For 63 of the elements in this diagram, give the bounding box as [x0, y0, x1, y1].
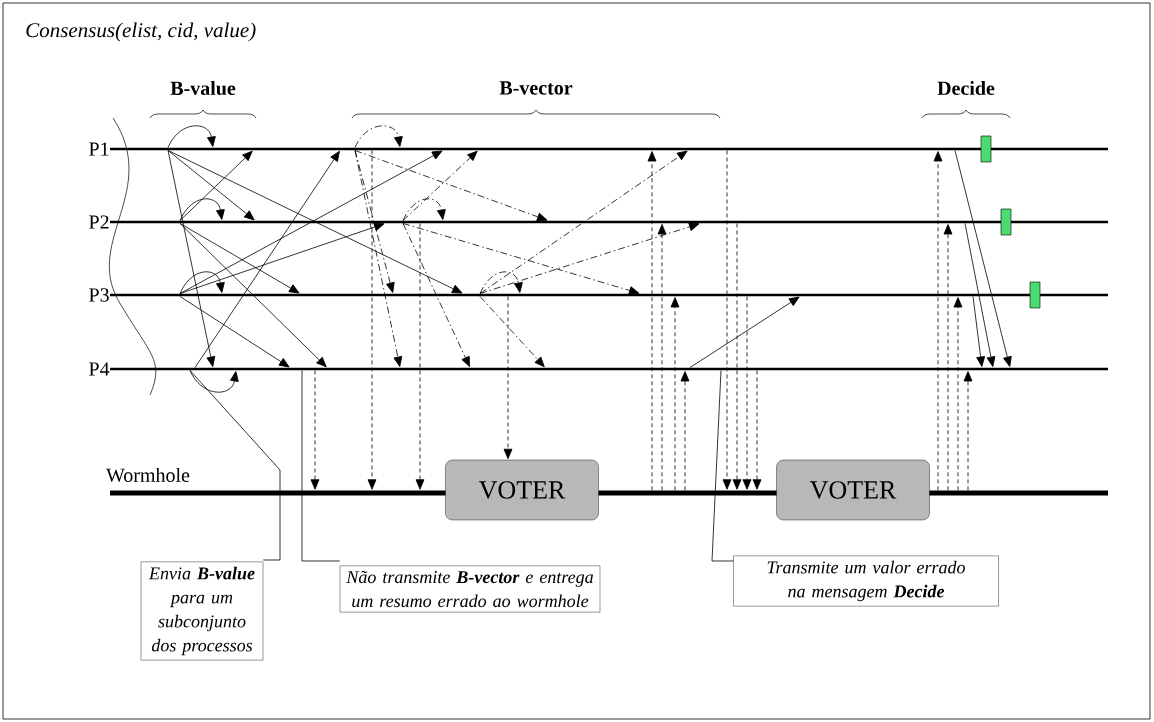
message-arrow [742, 296, 752, 490]
message-arrow [179, 223, 300, 294]
message-arrow [194, 150, 340, 368]
message-arrow [354, 150, 548, 222]
leader-line [189, 370, 281, 561]
message-arrow [689, 296, 800, 368]
message-arrow [310, 370, 320, 490]
message-arrow [722, 150, 732, 490]
node-label: P1 [89, 142, 109, 156]
message-arrow [964, 223, 996, 367]
callout-box: Envia B-value para um subconjunto dos processos [140, 561, 264, 661]
message-arrow [479, 150, 688, 294]
message-arrow [167, 150, 255, 221]
node-label: P2 [89, 215, 109, 229]
message-arrow [752, 370, 762, 490]
message-arrow [479, 296, 545, 368]
message-arrow [179, 271, 225, 294]
message-arrow [402, 198, 446, 221]
message-arrow [647, 151, 657, 491]
title: Consensus(elist, cid, value) [26, 22, 256, 42]
message-arrow [933, 151, 943, 491]
message-arrow [972, 296, 986, 367]
message-arrow [503, 296, 513, 460]
leader-line [301, 370, 341, 562]
message-arrow [354, 150, 403, 367]
message-arrow [179, 296, 290, 368]
message-arrow [179, 222, 385, 294]
message-arrow [402, 150, 478, 221]
process-timeline: P1 [89, 142, 1108, 156]
node-label: P3 [89, 288, 109, 302]
message-arrow [670, 297, 680, 491]
message-arrow [657, 224, 667, 491]
message-arrow [179, 198, 225, 221]
leader-line [711, 370, 734, 562]
message-arrow [479, 222, 700, 294]
message-arrow [415, 223, 425, 490]
process-timeline: P3 [89, 288, 1108, 302]
message-arrow [954, 150, 1012, 367]
process-timeline: P2 [89, 215, 1108, 229]
message-arrow [179, 150, 253, 221]
process-timeline: P4 [89, 362, 1108, 376]
message-arrow [354, 125, 403, 148]
message-arrow [402, 223, 640, 295]
phase-label: B-value [170, 80, 236, 96]
message-arrow [367, 150, 377, 490]
message-arrow [943, 224, 953, 491]
node-label: P4 [89, 362, 110, 376]
voter-box: VOTER [776, 459, 930, 521]
callout-box: Transmite um valor errado na mensagem Decide [733, 555, 999, 607]
message-arrow [167, 150, 216, 367]
message-arrow [953, 297, 963, 491]
message-arrow [479, 271, 523, 294]
voter-box: VOTER [445, 459, 599, 521]
message-arrow [167, 125, 216, 148]
message-arrow [732, 223, 742, 490]
message-arrow [402, 223, 470, 367]
message-arrow [680, 371, 690, 491]
message-arrow [963, 371, 973, 491]
phase-label: B-vector [499, 81, 573, 95]
callout-box: Não transmite B-vector e entrega um resumo errado ao wormhole [339, 565, 601, 613]
message-arrow [189, 370, 239, 393]
message-arrow [179, 223, 327, 368]
phase-label: Decide [937, 80, 995, 96]
